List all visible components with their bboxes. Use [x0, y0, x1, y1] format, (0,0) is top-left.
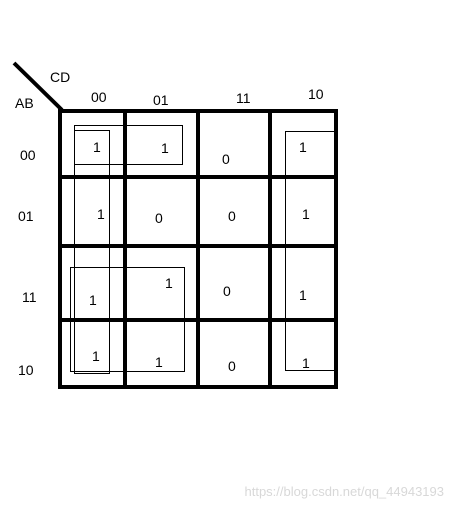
cell-r3-c1: 1: [155, 354, 163, 370]
cell-r0-c1: 1: [161, 140, 169, 156]
cell-r1-c0: 1: [97, 206, 105, 222]
group-loop-column-10: [285, 131, 335, 371]
col-variable-label: CD: [50, 69, 71, 85]
row-header-00: 00: [20, 147, 36, 163]
cell-r2-c2: 0: [223, 283, 231, 299]
cell-r0-c3: 1: [299, 139, 307, 155]
cell-r1-c2: 0: [228, 208, 236, 224]
cell-r0-c0: 1: [93, 139, 101, 155]
cell-r2-c1: 1: [165, 275, 173, 291]
cell-r3-c0: 1: [92, 348, 100, 364]
cell-r2-c3: 1: [299, 287, 307, 303]
row-header-10: 10: [18, 362, 34, 378]
cell-r3-c3: 1: [302, 355, 310, 371]
group-loop-column-00: [74, 130, 110, 374]
col-header-10: 10: [308, 86, 324, 102]
col-header-00: 00: [91, 89, 107, 105]
cell-r2-c0: 1: [89, 292, 97, 308]
cell-r1-c1: 0: [155, 210, 163, 226]
group-loop-bottom-quad: [70, 267, 185, 372]
col-header-01: 01: [153, 92, 169, 108]
row-header-01: 01: [18, 208, 34, 224]
col-header-11: 11: [236, 90, 251, 106]
cell-r3-c2: 0: [228, 358, 236, 374]
cell-r0-c2: 0: [222, 151, 230, 167]
row-header-11: 11: [22, 289, 37, 305]
row-variable-label: AB: [15, 95, 34, 111]
cell-r1-c3: 1: [302, 206, 310, 222]
watermark-text: https://blog.csdn.net/qq_44943193: [244, 484, 445, 499]
